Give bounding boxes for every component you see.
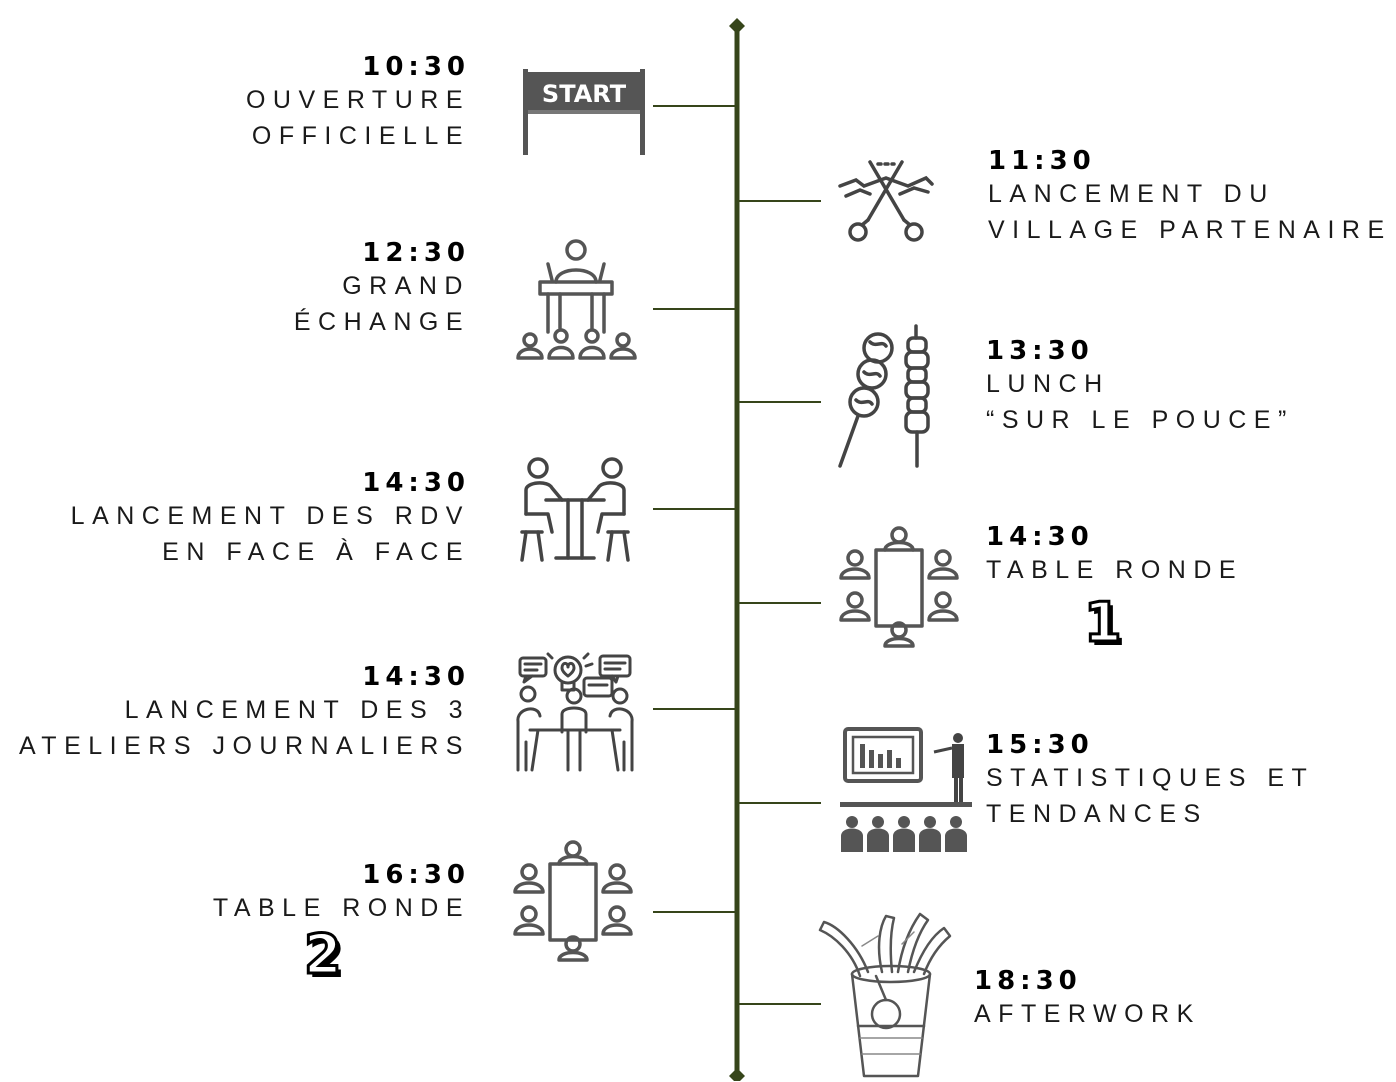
event-village: 11:30 LANCEMENT DU VILLAGE PARTENAIRE [988, 146, 1392, 248]
event-label-line: LANCEMENT DES RDV [70, 502, 470, 530]
face-to-face-meeting-icon [520, 457, 630, 562]
event-ouverture: 10:30 OUVERTURE OFFICIELLE [246, 52, 470, 154]
event-afterwork: 18:30 AFTERWORK [974, 966, 1201, 1032]
event-label-line: STATISTIQUES ET [986, 764, 1315, 792]
event-label-line: LANCEMENT DU [988, 180, 1275, 208]
event-label-line: OFFICIELLE [251, 122, 470, 150]
event-table-ronde-2: 16:30 TABLE RONDE [213, 860, 470, 926]
event-label-line: EN FACE À FACE [162, 538, 470, 566]
event-label-line: TENDANCES [986, 800, 1208, 828]
event-time: 15:30 [986, 730, 1094, 760]
event-label-line: AFTERWORK [974, 1000, 1201, 1028]
event-label-line: ÉCHANGE [293, 308, 470, 336]
round-table-icon [839, 526, 959, 648]
event-time: 14:30 [362, 662, 470, 692]
event-label-line: TABLE RONDE [986, 556, 1244, 584]
cocktail-glass-icon [818, 912, 952, 1078]
event-label-line: GRAND [342, 272, 470, 300]
round-table-icon [513, 840, 633, 962]
skewers-icon [838, 324, 930, 468]
event-table-ronde-1: 14:30 TABLE RONDE [986, 522, 1243, 588]
ribbon-cutting-scissors-icon [838, 160, 934, 242]
table-ronde-number: 1 [1083, 591, 1124, 654]
event-time: 11:30 [988, 146, 1096, 176]
event-ateliers: 14:30 LANCEMENT DES 3 ATELIERS JOURNALIE… [19, 662, 470, 764]
event-time: 14:30 [986, 522, 1094, 552]
event-time: 18:30 [974, 966, 1082, 996]
event-label-line: TABLE RONDE [212, 894, 470, 922]
start-banner-icon: START [523, 69, 645, 155]
event-time: 13:30 [986, 336, 1094, 366]
event-label-line: VILLAGE PARTENAIRE [988, 216, 1392, 244]
event-label-line: LANCEMENT DES 3 [124, 696, 470, 724]
table-ronde-number: 2 [303, 923, 344, 986]
event-time: 16:30 [362, 860, 470, 890]
event-time: 12:30 [362, 238, 470, 268]
speaker-podium-audience-icon [516, 239, 637, 360]
event-lunch: 13:30 LUNCH “SUR LE POUCE” [986, 336, 1294, 438]
presentation-audience-icon [840, 727, 972, 852]
workshop-brainstorm-icon [516, 652, 634, 772]
event-echange: 12:30 GRAND ÉCHANGE [294, 238, 470, 340]
start-banner-text: START [542, 80, 627, 108]
event-stats: 15:30 STATISTIQUES ET TENDANCES [986, 730, 1314, 832]
timeline-top-diamond [729, 18, 745, 34]
event-rdv: 14:30 LANCEMENT DES RDV EN FACE À FACE [71, 468, 470, 570]
event-label-line: LUNCH [986, 370, 1110, 398]
timeline-bottom-diamond [729, 1068, 745, 1081]
event-label-line: OUVERTURE [245, 86, 470, 114]
event-label-line: “SUR LE POUCE” [986, 406, 1294, 434]
event-label-line: ATELIERS JOURNALIERS [18, 732, 470, 760]
event-time: 14:30 [362, 468, 470, 498]
event-time: 10:30 [362, 52, 470, 82]
